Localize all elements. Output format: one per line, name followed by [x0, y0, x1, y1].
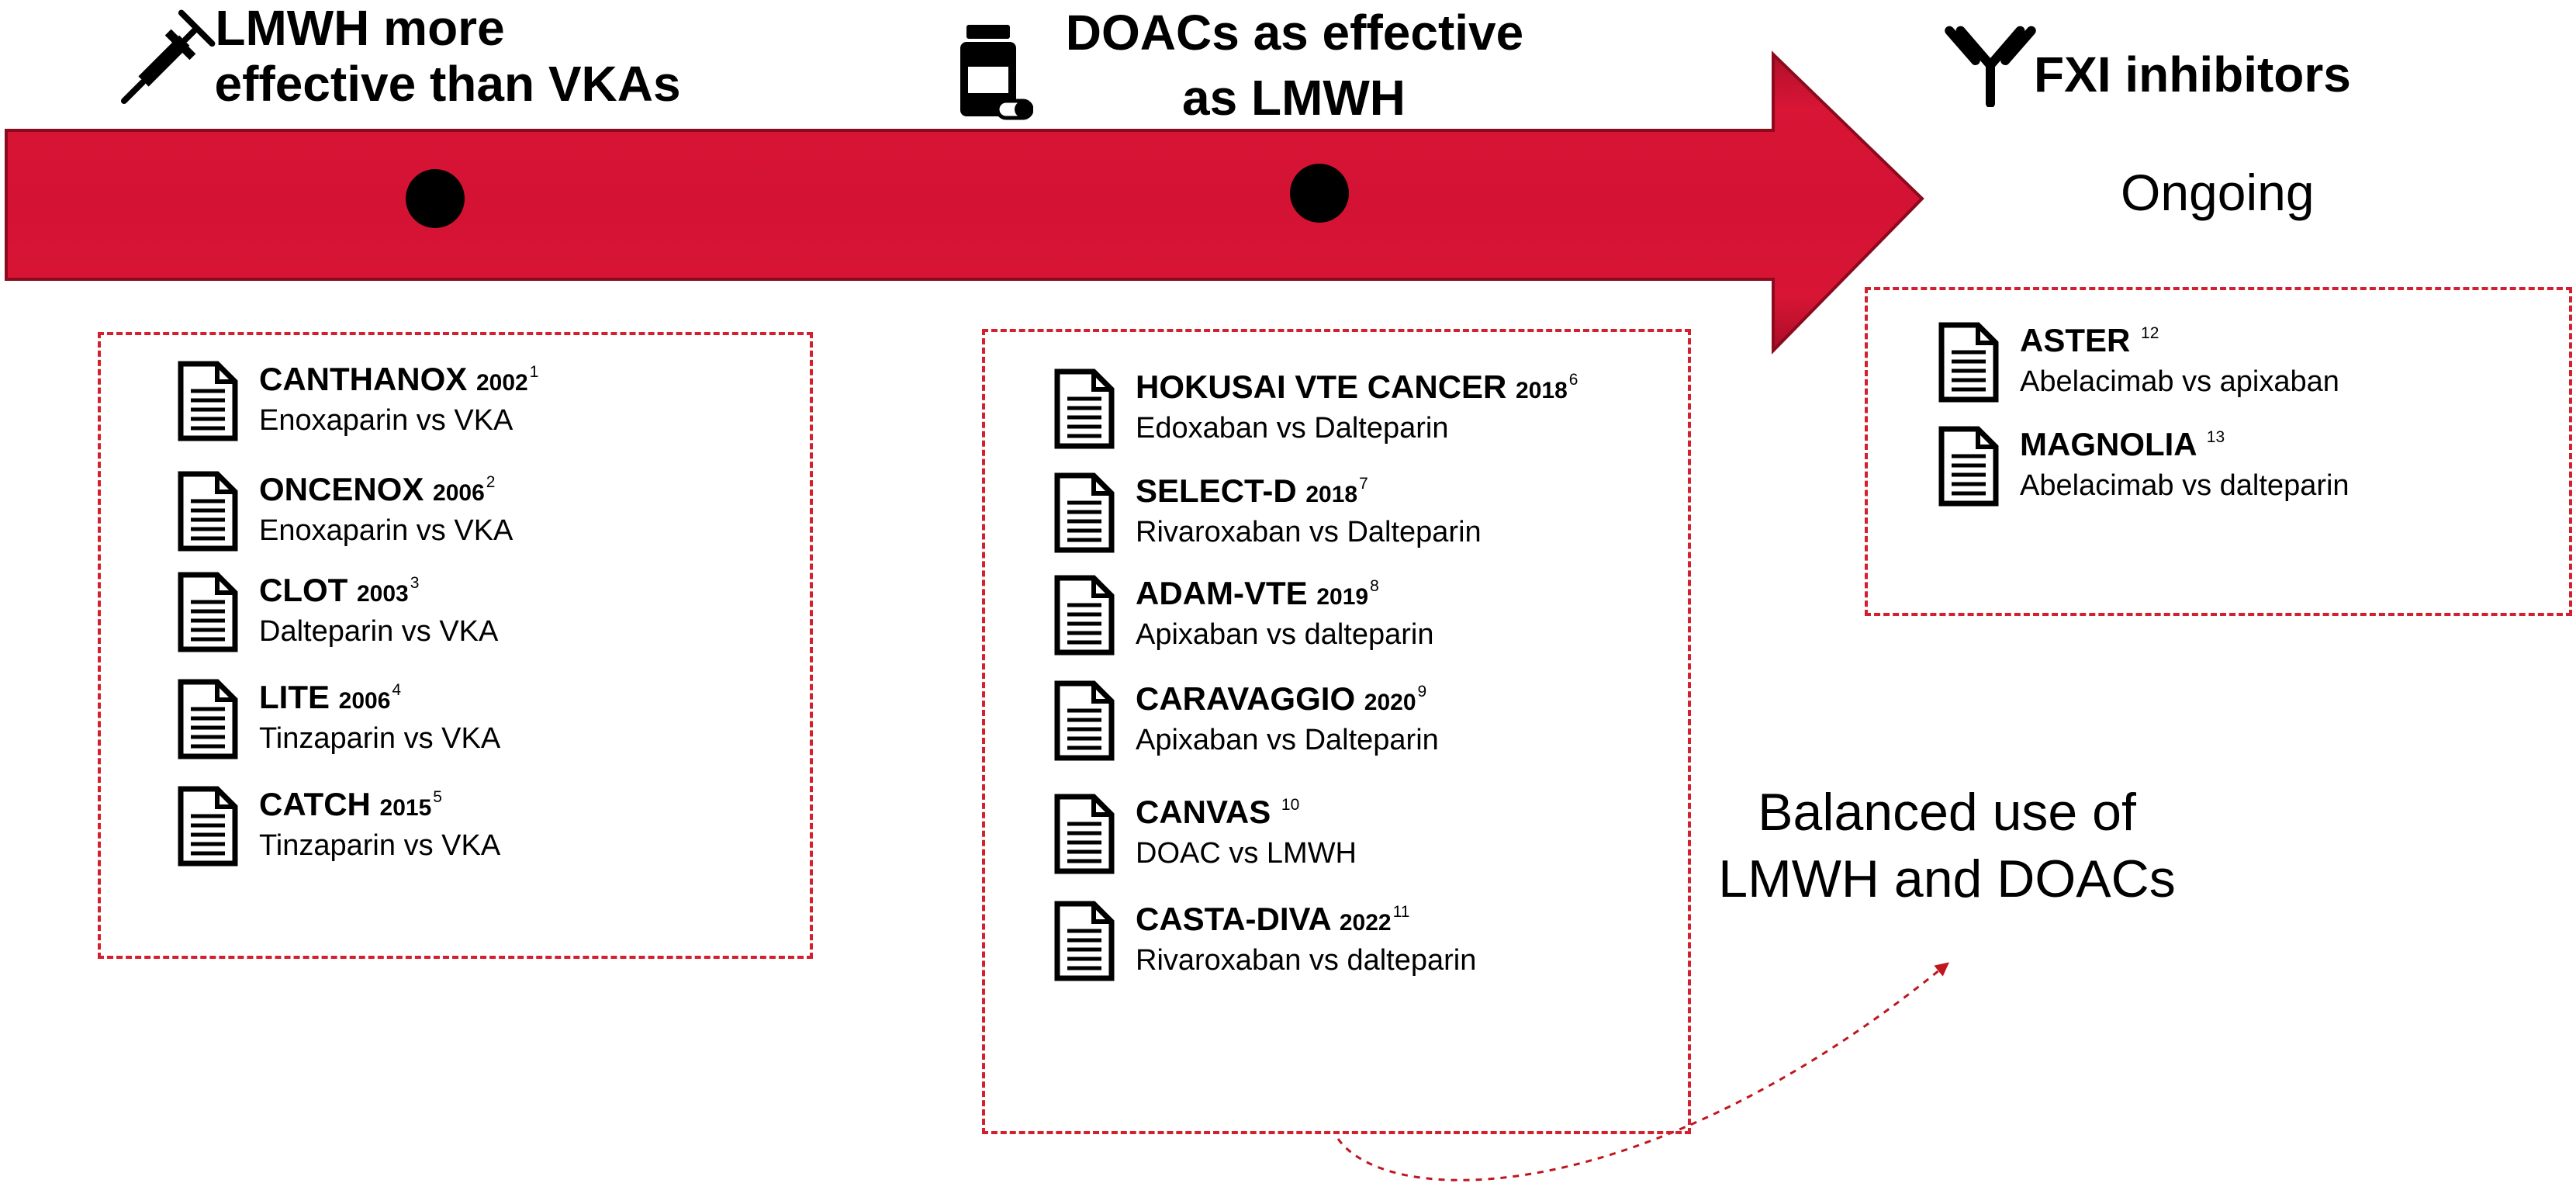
document-icon	[1053, 680, 1115, 762]
document-icon	[177, 360, 239, 442]
trial-name: ASTER	[2020, 322, 2131, 358]
trial-name: CANTHANOX	[259, 361, 468, 397]
trial-year: 2018	[1516, 378, 1568, 403]
trial-reference: 9	[1417, 683, 1427, 701]
document-icon	[1053, 574, 1115, 656]
trial-year: 2022	[1339, 910, 1392, 936]
phase-1-title-line2: effective than VKAs	[214, 56, 681, 112]
trial-comparison: Apixaban vs Dalteparin	[1136, 724, 1439, 756]
trial-year: 2015	[379, 795, 432, 821]
document-icon	[1938, 321, 2000, 403]
trial-comparison: Enoxaparin vs VKA	[259, 404, 513, 437]
balanced-line2: LMWH and DOACs	[1718, 849, 2176, 908]
trial-name-line: LITE 20064	[259, 678, 500, 721]
trial-reference: 10	[1281, 796, 1300, 814]
trial-comparison: Enoxaparin vs VKA	[259, 514, 513, 547]
trial-comparison: Edoxaban vs Dalteparin	[1136, 412, 1449, 445]
document-icon	[1938, 425, 2000, 507]
document-icon	[177, 470, 239, 552]
phase-3-status: Ongoing	[2121, 164, 2315, 221]
document-icon	[177, 678, 239, 760]
trial-year: 2018	[1305, 482, 1358, 507]
document-icon	[1053, 472, 1115, 554]
trial-name-line: CLOT 20033	[259, 571, 498, 614]
trial-year: 2020	[1364, 690, 1416, 715]
trial-comparison: Dalteparin vs VKA	[259, 615, 499, 648]
trial-name-line: ASTER 12	[2020, 321, 2339, 364]
trial-reference: 4	[392, 681, 402, 699]
trial-reference: 6	[1568, 371, 1578, 389]
trials-box-doac	[982, 329, 1691, 1134]
trials-box-lmwh	[98, 332, 813, 959]
trial-year: 2006	[338, 688, 391, 714]
trial-comparison: Tinzaparin vs VKA	[259, 722, 501, 755]
antibody-icon	[1945, 26, 2036, 107]
trial-reference: 13	[2206, 428, 2225, 446]
trial-name-line: CATCH 20155	[259, 785, 500, 828]
trial-reference: 1	[529, 363, 539, 381]
trial-comparison: Abelacimab vs dalteparin	[2020, 469, 2350, 502]
trial-name: CATCH	[259, 786, 371, 822]
trial-name-line: CARAVAGGIO 20209	[1136, 680, 1439, 722]
trial-name-line: CASTA-DIVA 202211	[1136, 900, 1476, 943]
phase-3-title: FXI inhibitors	[2034, 47, 2351, 102]
trial-year: 2019	[1316, 584, 1369, 610]
trial-name-line: ADAM-VTE 20198	[1136, 574, 1433, 617]
trial-comparison: Abelacimab vs apixaban	[2020, 365, 2339, 398]
document-icon	[1053, 368, 1115, 450]
phase-2-title-line1: DOACs as effective	[1065, 5, 1524, 61]
trial-reference: 3	[410, 574, 420, 592]
trial-comparison: Rivaroxaban vs dalteparin	[1136, 944, 1477, 977]
trial-name: ONCENOX	[259, 471, 424, 507]
trial-reference: 8	[1370, 577, 1379, 595]
trial-comparison: Apixaban vs dalteparin	[1136, 618, 1434, 651]
curved-arrow	[1336, 962, 1949, 1181]
trial-name: CARAVAGGIO	[1136, 680, 1356, 717]
trial-reference: 5	[433, 788, 442, 806]
balanced-line1: Balanced use of	[1758, 783, 2136, 842]
trial-name-line: SELECT-D 20187	[1136, 472, 1482, 514]
trial-name: CLOT	[259, 572, 348, 608]
trial-reference: 2	[486, 473, 496, 491]
trial-name-line: MAGNOLIA 13	[2020, 425, 2350, 468]
document-icon	[1053, 900, 1115, 982]
trial-reference: 12	[2141, 324, 2159, 342]
trial-name: ADAM-VTE	[1136, 575, 1308, 611]
document-icon	[177, 785, 239, 867]
trial-comparison: Rivaroxaban vs Dalteparin	[1136, 516, 1482, 548]
trial-reference: 11	[1392, 903, 1410, 921]
timeline-arrow	[5, 50, 1924, 355]
trial-year: 2002	[476, 370, 528, 396]
trial-reference: 7	[1359, 475, 1368, 493]
trial-name: CASTA-DIVA	[1136, 901, 1331, 937]
document-icon	[177, 571, 239, 653]
trials-box-fxi	[1865, 287, 2572, 616]
timeline-dot	[1290, 164, 1349, 223]
trial-comparison: DOAC vs LMWH	[1136, 837, 1357, 870]
pill-bottle-icon	[960, 25, 1033, 120]
trial-name-line: HOKUSAI VTE CANCER 20186	[1136, 368, 1578, 410]
trial-year: 2003	[356, 581, 409, 607]
trial-name: HOKUSAI VTE CANCER	[1136, 368, 1507, 405]
trial-name-line: CANVAS 10	[1136, 793, 1357, 835]
trial-name: CANVAS	[1136, 794, 1271, 830]
phase-1-title-line1: LMWH more	[215, 0, 505, 56]
trial-name: SELECT-D	[1136, 472, 1297, 509]
timeline-dot	[406, 169, 465, 228]
trial-year: 2006	[433, 480, 485, 506]
syringe-icon	[120, 9, 216, 105]
trial-name: MAGNOLIA	[2020, 426, 2197, 462]
document-icon	[1053, 793, 1115, 875]
trial-name-line: ONCENOX 20062	[259, 470, 513, 513]
trial-name: LITE	[259, 679, 330, 715]
phase-2-title-line2: as LMWH	[1182, 70, 1406, 126]
trial-name-line: CANTHANOX 20021	[259, 360, 538, 403]
trial-comparison: Tinzaparin vs VKA	[259, 829, 501, 862]
